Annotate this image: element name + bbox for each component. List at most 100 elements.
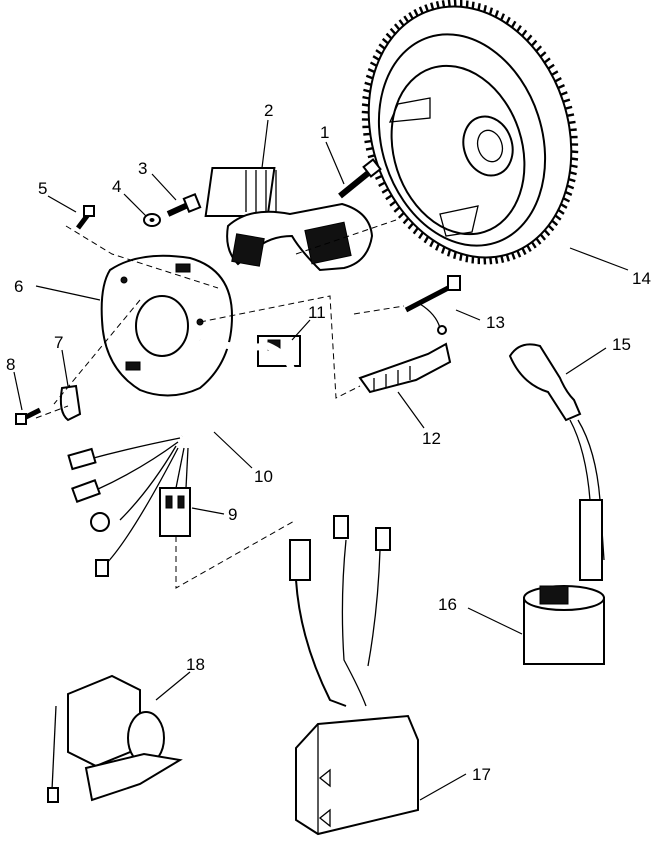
gear-tooth: [429, 239, 435, 248]
callout-1: 1: [320, 123, 329, 142]
gear-tooth: [535, 237, 542, 245]
gear-tooth: [363, 132, 371, 136]
flywheel: [361, 0, 579, 265]
gear-tooth: [568, 120, 576, 125]
gear-tooth: [367, 154, 376, 159]
gear-tooth: [521, 29, 528, 37]
gear-tooth: [435, 1, 440, 9]
gear-tooth: [453, 251, 457, 259]
gear-tooth: [393, 23, 401, 31]
gear-tooth: [488, 7, 494, 15]
gear-tooth: [547, 224, 555, 232]
gear-tooth: [570, 157, 579, 161]
callout-15: 15: [612, 335, 631, 354]
gear-tooth: [385, 32, 393, 40]
gear-tooth: [361, 110, 369, 114]
gear-tooth: [557, 208, 565, 215]
leader-lines: [13, 119, 629, 801]
gear-tooth: [389, 200, 397, 207]
stator-plate: [100, 254, 234, 397]
callout-16: 16: [438, 595, 457, 614]
callout-12: 12: [422, 429, 441, 448]
gear-tooth: [407, 222, 414, 230]
gear-tooth: [557, 84, 565, 90]
gear-tooth: [363, 88, 371, 93]
gear-tooth: [418, 6, 424, 14]
callout-13: 13: [486, 313, 505, 332]
gear-tooth: [571, 150, 579, 154]
gear-tooth: [554, 214, 562, 221]
gear-tooth: [543, 57, 551, 64]
ignition-coil: [523, 585, 605, 665]
gear-tooth: [535, 45, 543, 52]
gear-tooth: [389, 27, 397, 35]
gear-tooth: [441, 0, 446, 8]
callout-5: 5: [38, 179, 47, 198]
spark-plug-cap: [508, 343, 605, 581]
gear-tooth: [465, 255, 469, 263]
gear-tooth: [564, 190, 573, 196]
gear-tooth: [516, 24, 522, 33]
gear-tooth: [543, 229, 551, 237]
gear-tooth: [564, 105, 573, 110]
screw-8: [15, 407, 42, 425]
gear-tooth: [500, 255, 505, 263]
gear-tooth: [505, 16, 511, 25]
callout-2: 2: [264, 101, 273, 120]
gear-tooth: [511, 252, 516, 260]
gear-tooth: [494, 10, 500, 18]
connector-9: [159, 487, 191, 537]
gear-tooth: [434, 243, 441, 251]
bolt-1: [338, 158, 382, 199]
gear-tooth: [378, 181, 386, 187]
gear-tooth: [365, 147, 374, 151]
gear-tooth: [526, 244, 532, 252]
gear-tooth: [440, 246, 446, 254]
gear-tooth: [459, 253, 463, 261]
clamp-7: [59, 384, 82, 422]
gear-tooth: [539, 51, 547, 58]
gear-tooth: [367, 68, 376, 74]
gear-tooth: [403, 15, 410, 23]
gear-tooth: [483, 5, 487, 13]
gear-tooth: [378, 43, 386, 50]
gear-tooth: [568, 177, 576, 183]
gear-tooth: [521, 247, 527, 256]
screw-13: [404, 275, 461, 335]
washer-4: [143, 213, 161, 227]
alignment-lines: [35, 219, 405, 589]
gear-tooth: [477, 3, 481, 11]
gear-tooth: [381, 37, 389, 45]
callout-11: 11: [308, 303, 326, 322]
solenoid: [47, 674, 183, 803]
gear-tooth: [365, 74, 374, 80]
callout-18: 18: [186, 655, 205, 674]
screw-5: [76, 205, 95, 230]
gear-tooth: [375, 49, 383, 56]
gear-tooth: [412, 227, 419, 235]
gear-tooth: [381, 188, 389, 194]
gear-tooth: [562, 98, 571, 103]
gear-tooth: [551, 219, 559, 227]
gear-tooth: [526, 34, 533, 42]
gear-tooth: [361, 103, 370, 107]
gear-tooth: [505, 254, 510, 262]
gear-tooth: [560, 91, 568, 96]
callout-7: 7: [54, 333, 63, 352]
gear-tooth: [423, 236, 430, 244]
gear-tooth: [424, 4, 429, 12]
gear-tooth: [385, 194, 393, 201]
gear-tooth: [562, 197, 571, 203]
gear-tooth: [430, 2, 435, 10]
gear-tooth: [369, 61, 378, 67]
gear-tooth: [446, 249, 452, 257]
gear-tooth: [364, 81, 372, 87]
callout-10: 10: [254, 467, 273, 486]
gear-tooth: [499, 13, 506, 21]
gear-tooth: [566, 113, 575, 117]
pulser-coil-12: [358, 342, 452, 394]
callout-3: 3: [138, 159, 147, 178]
gear-tooth: [362, 95, 370, 100]
screw-3: [166, 192, 202, 217]
gear-tooth: [393, 206, 401, 213]
